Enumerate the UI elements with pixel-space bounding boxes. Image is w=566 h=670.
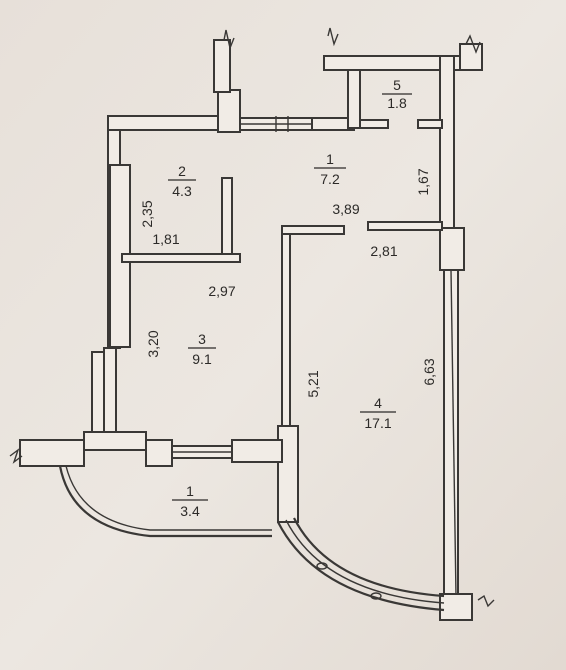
top-column bbox=[217, 89, 241, 133]
exterior-wall-left bbox=[19, 439, 85, 467]
dim-room2-width: 1,81 bbox=[152, 231, 179, 247]
left-wall-lower bbox=[91, 351, 105, 439]
room-4-area: 17.1 bbox=[364, 415, 391, 431]
dim-room2-height: 2,35 bbox=[139, 200, 155, 227]
balcony-area: 3.4 bbox=[180, 503, 200, 519]
dim-room1-width: 3,89 bbox=[332, 201, 359, 217]
dim-room3-width: 2,97 bbox=[208, 283, 235, 299]
room-3-number: 3 bbox=[198, 331, 206, 347]
bottom-right-column bbox=[439, 593, 473, 621]
curved-window bbox=[277, 517, 445, 612]
room-2-label: 2 4.3 bbox=[168, 163, 196, 199]
room-5-label: 5 1.8 bbox=[382, 77, 412, 111]
inner-walls bbox=[19, 119, 443, 523]
room3-bottom-left bbox=[83, 431, 147, 451]
room4-left-wall bbox=[281, 227, 291, 429]
room-5-number: 5 bbox=[393, 77, 401, 93]
dim-room4-right: 6,63 bbox=[421, 358, 437, 385]
room2-bottom-wall bbox=[121, 253, 241, 263]
dim-room3-height: 3,20 bbox=[145, 330, 161, 357]
dim-room1-height: 1,67 bbox=[415, 168, 431, 195]
room2-right-wall bbox=[221, 177, 233, 259]
room-3-area: 9.1 bbox=[192, 351, 212, 367]
room-3-label: 3 9.1 bbox=[188, 331, 216, 367]
room-5-area: 1.8 bbox=[387, 95, 407, 111]
room4-top-wall-right bbox=[367, 221, 443, 231]
room3-bottom-right bbox=[231, 439, 283, 463]
room-2-number: 2 bbox=[178, 163, 186, 179]
balcony bbox=[58, 465, 272, 538]
right-column bbox=[439, 227, 465, 271]
room-4-number: 4 bbox=[374, 395, 382, 411]
room5-bottom-right bbox=[417, 119, 443, 129]
room4-top-wall-left bbox=[281, 225, 345, 235]
balcony-number: 1 bbox=[186, 483, 194, 499]
right-wall-upper bbox=[439, 55, 455, 231]
room5-left-wall bbox=[347, 67, 361, 129]
room3-bottom-jamb bbox=[145, 439, 173, 467]
outer-walls bbox=[91, 39, 483, 621]
left-wall-lower-2 bbox=[103, 347, 117, 439]
room-1-area: 7.2 bbox=[320, 171, 340, 187]
room-1-label: 1 7.2 bbox=[314, 151, 346, 187]
balcony-label: 1 3.4 bbox=[172, 483, 208, 519]
room-1-number: 1 bbox=[326, 151, 334, 167]
room-2-area: 4.3 bbox=[172, 183, 192, 199]
room5-bottom-left bbox=[359, 119, 389, 129]
dim-room4-left: 5,21 bbox=[305, 370, 321, 397]
top-right-column bbox=[459, 43, 483, 71]
dim-room4-top: 2,81 bbox=[370, 243, 397, 259]
top-wall-left bbox=[107, 115, 221, 131]
break-marks bbox=[9, 27, 495, 608]
top-shaft bbox=[213, 39, 231, 93]
room-4-label: 4 17.1 bbox=[360, 395, 396, 431]
